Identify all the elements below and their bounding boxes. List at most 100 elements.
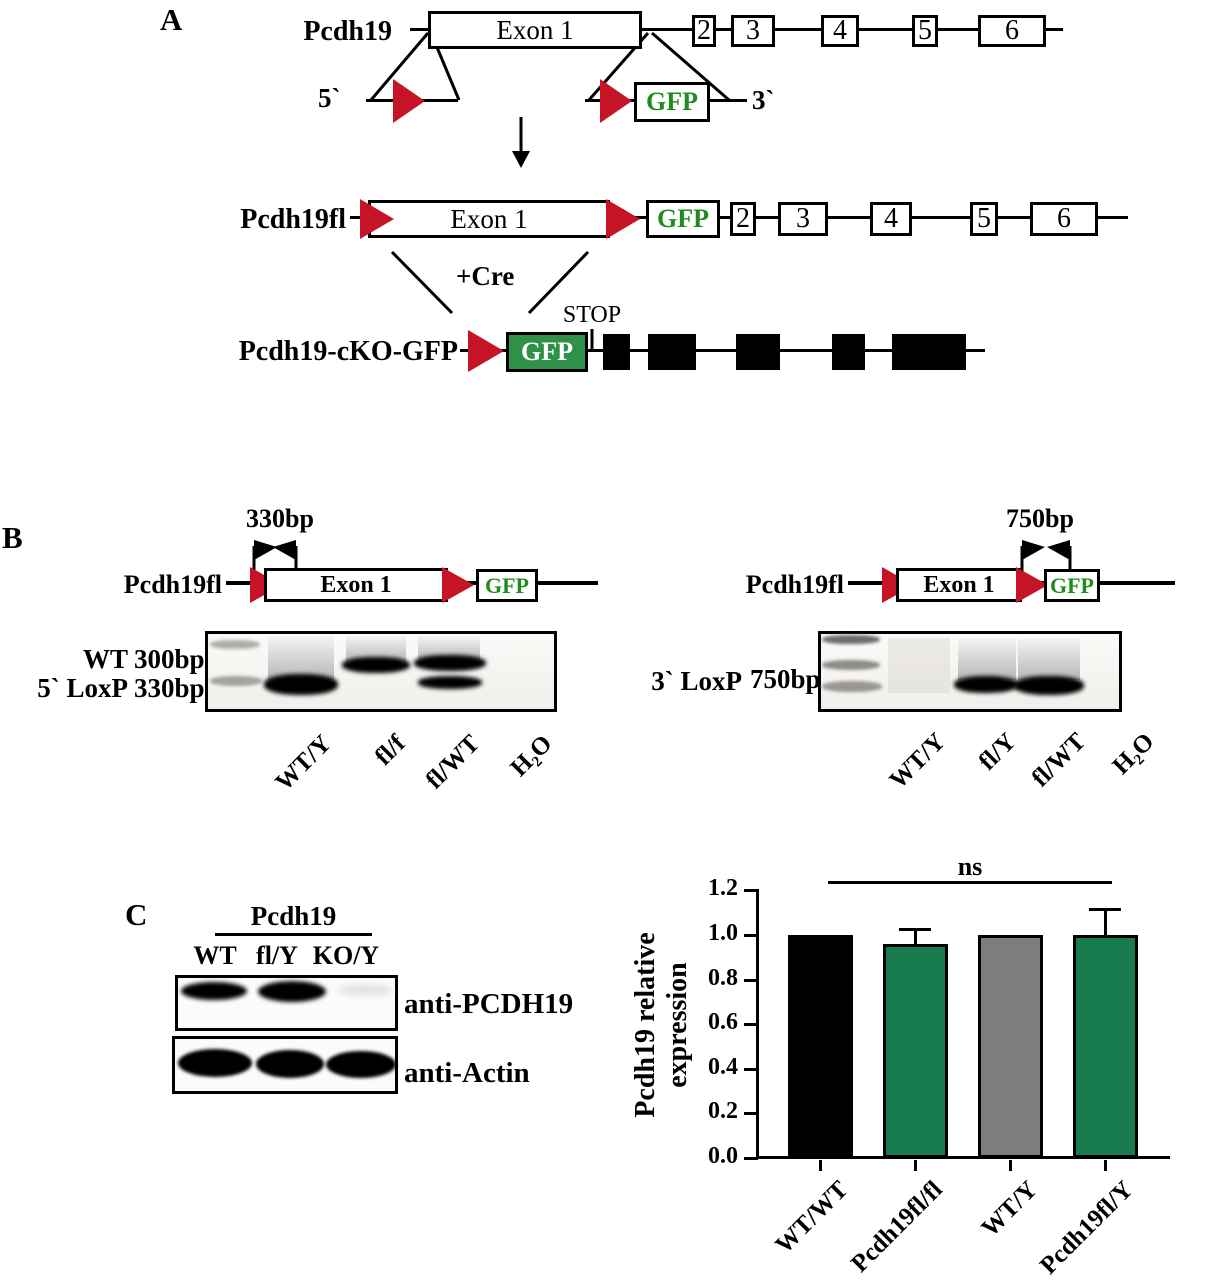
- exon2-box-row1: 2: [692, 15, 716, 47]
- y-tick-label: 1.0: [708, 920, 738, 946]
- ladder-band: [822, 681, 882, 692]
- amplicon-size-left: 330bp: [246, 504, 314, 533]
- primer-reverse-icon: [1047, 540, 1070, 560]
- antibody-label-top: anti-PCDH19: [404, 988, 574, 1020]
- black-exon-box: [832, 334, 865, 370]
- x-axis-line: [756, 1156, 1170, 1159]
- error-bar-stem: [914, 928, 917, 944]
- exon6-box-row2: 6: [1030, 202, 1098, 236]
- y-tick: [744, 934, 758, 937]
- y-tick: [744, 1112, 758, 1115]
- bar-Pcdh19fl/fl: [882, 944, 948, 1158]
- down-arrow-icon: [512, 151, 530, 168]
- exon3-box-row1: 3: [731, 15, 775, 47]
- y-tick: [744, 979, 758, 982]
- black-exon-box: [892, 334, 966, 370]
- gfp-box-row2: GFP: [646, 200, 720, 238]
- primer-forward-icon: [254, 540, 277, 560]
- pcr-band-330: [418, 676, 482, 689]
- gene-row2-name: Pcdh19fl: [240, 204, 346, 235]
- gene-row3-line: [460, 349, 985, 352]
- loxp-triangle-icon: [468, 330, 504, 372]
- primer-reverse-icon: [273, 540, 296, 560]
- gfp-box-row3: GFP: [506, 332, 588, 372]
- pcr-band-330: [264, 674, 338, 695]
- gfp-box-b-right: GFP: [1044, 569, 1100, 602]
- x-tick: [819, 1160, 822, 1171]
- black-exon-box: [648, 334, 696, 370]
- blot-band: [326, 1051, 396, 1078]
- panel-b-label: B: [2, 520, 23, 555]
- gene-row3-name: Pcdh19-cKO-GFP: [238, 336, 458, 367]
- exon3-box-row2: 3: [778, 202, 828, 236]
- y-tick: [744, 1068, 758, 1071]
- exon2-box-row2: 2: [730, 202, 756, 236]
- loxp-triangle-icon: [360, 199, 394, 239]
- y-tick-label: 1.2: [708, 875, 738, 901]
- exon5-box-row1: 5: [912, 15, 938, 47]
- error-bar-cap: [899, 928, 931, 931]
- loxp-triangle-icon: [1016, 567, 1048, 603]
- blot-band: [181, 982, 247, 1000]
- pcr-band-750: [954, 676, 1018, 693]
- y-tick-label: 0.2: [708, 1098, 738, 1124]
- blot-band: [178, 1049, 252, 1077]
- lane-smear: [888, 638, 950, 693]
- y-tick-label: 0.8: [708, 965, 738, 991]
- y-tick-label: 0.6: [708, 1009, 738, 1035]
- y-tick: [744, 1023, 758, 1026]
- exon4-box-row1: 4: [821, 15, 859, 47]
- exon6-box-row1: 6: [978, 15, 1046, 47]
- y-tick: [744, 889, 758, 892]
- antibody-label-bottom: anti-Actin: [404, 1057, 530, 1089]
- gel-left-loxp-size: 330bp: [134, 673, 205, 703]
- exon1-box-b-left: Exon 1: [264, 568, 448, 602]
- bar-Pcdh19fl/Y: [1072, 935, 1138, 1158]
- loxp-triangle-icon: [600, 79, 632, 123]
- y-tick-label: 0.4: [708, 1054, 738, 1080]
- bar-WT/WT: [787, 935, 853, 1158]
- loxp-triangle-icon: [606, 199, 640, 239]
- exon1-box-row2: Exon 1: [368, 200, 610, 238]
- primer-forward-icon: [1022, 540, 1045, 560]
- significance-label: ns: [957, 852, 983, 881]
- amplicon-size-right: 750bp: [1006, 504, 1074, 533]
- gel-left-wt-size: 300bp: [134, 644, 205, 674]
- blot-band: [256, 1050, 324, 1078]
- loxp-triangle-icon: [442, 567, 474, 603]
- blot-lane-label: fl/Y: [256, 941, 298, 970]
- blot-band: [258, 981, 326, 1002]
- ladder-band: [822, 660, 880, 670]
- gel-right-loxp-label: 3` LoxP: [651, 666, 742, 696]
- significance-line: [828, 881, 1112, 884]
- loxp-triangle-icon: [393, 79, 425, 123]
- stop-label: STOP: [562, 302, 622, 328]
- panel-a-label: A: [160, 2, 183, 37]
- three-prime-label: 3`: [752, 85, 775, 115]
- y-tick: [744, 1157, 758, 1160]
- construct-name-left: Pcdh19fl: [123, 570, 222, 599]
- blot-title: Pcdh19: [250, 901, 337, 931]
- blot-lane-label: KO/Y: [312, 941, 380, 970]
- ladder-band: [210, 640, 260, 649]
- cre-label: +Cre: [456, 261, 515, 291]
- x-tick: [914, 1160, 917, 1171]
- bar-WT/Y: [977, 935, 1043, 1158]
- lane-smear: [1018, 638, 1080, 680]
- lane-smear: [268, 636, 334, 680]
- panel-c-label: C: [125, 897, 148, 932]
- five-prime-label: 5`: [318, 83, 341, 113]
- pcr-band-300: [342, 657, 410, 673]
- exon5-box-row2: 5: [970, 202, 998, 236]
- exon1-box-b-right: Exon 1: [896, 568, 1022, 602]
- construct-name-right: Pcdh19fl: [745, 570, 844, 599]
- blot-lane-label: WT: [193, 941, 237, 970]
- blot-title-underline: [215, 933, 372, 936]
- exon4-box-row2: 4: [870, 202, 912, 236]
- exon1-box-row1: Exon 1: [428, 11, 642, 49]
- lane-smear: [958, 638, 1016, 680]
- black-exon-box: [736, 334, 780, 370]
- error-bar-cap: [1089, 908, 1121, 911]
- gel-left-wt-label: WT: [82, 644, 128, 674]
- gel-left-loxp-label: 5` LoxP: [37, 673, 128, 703]
